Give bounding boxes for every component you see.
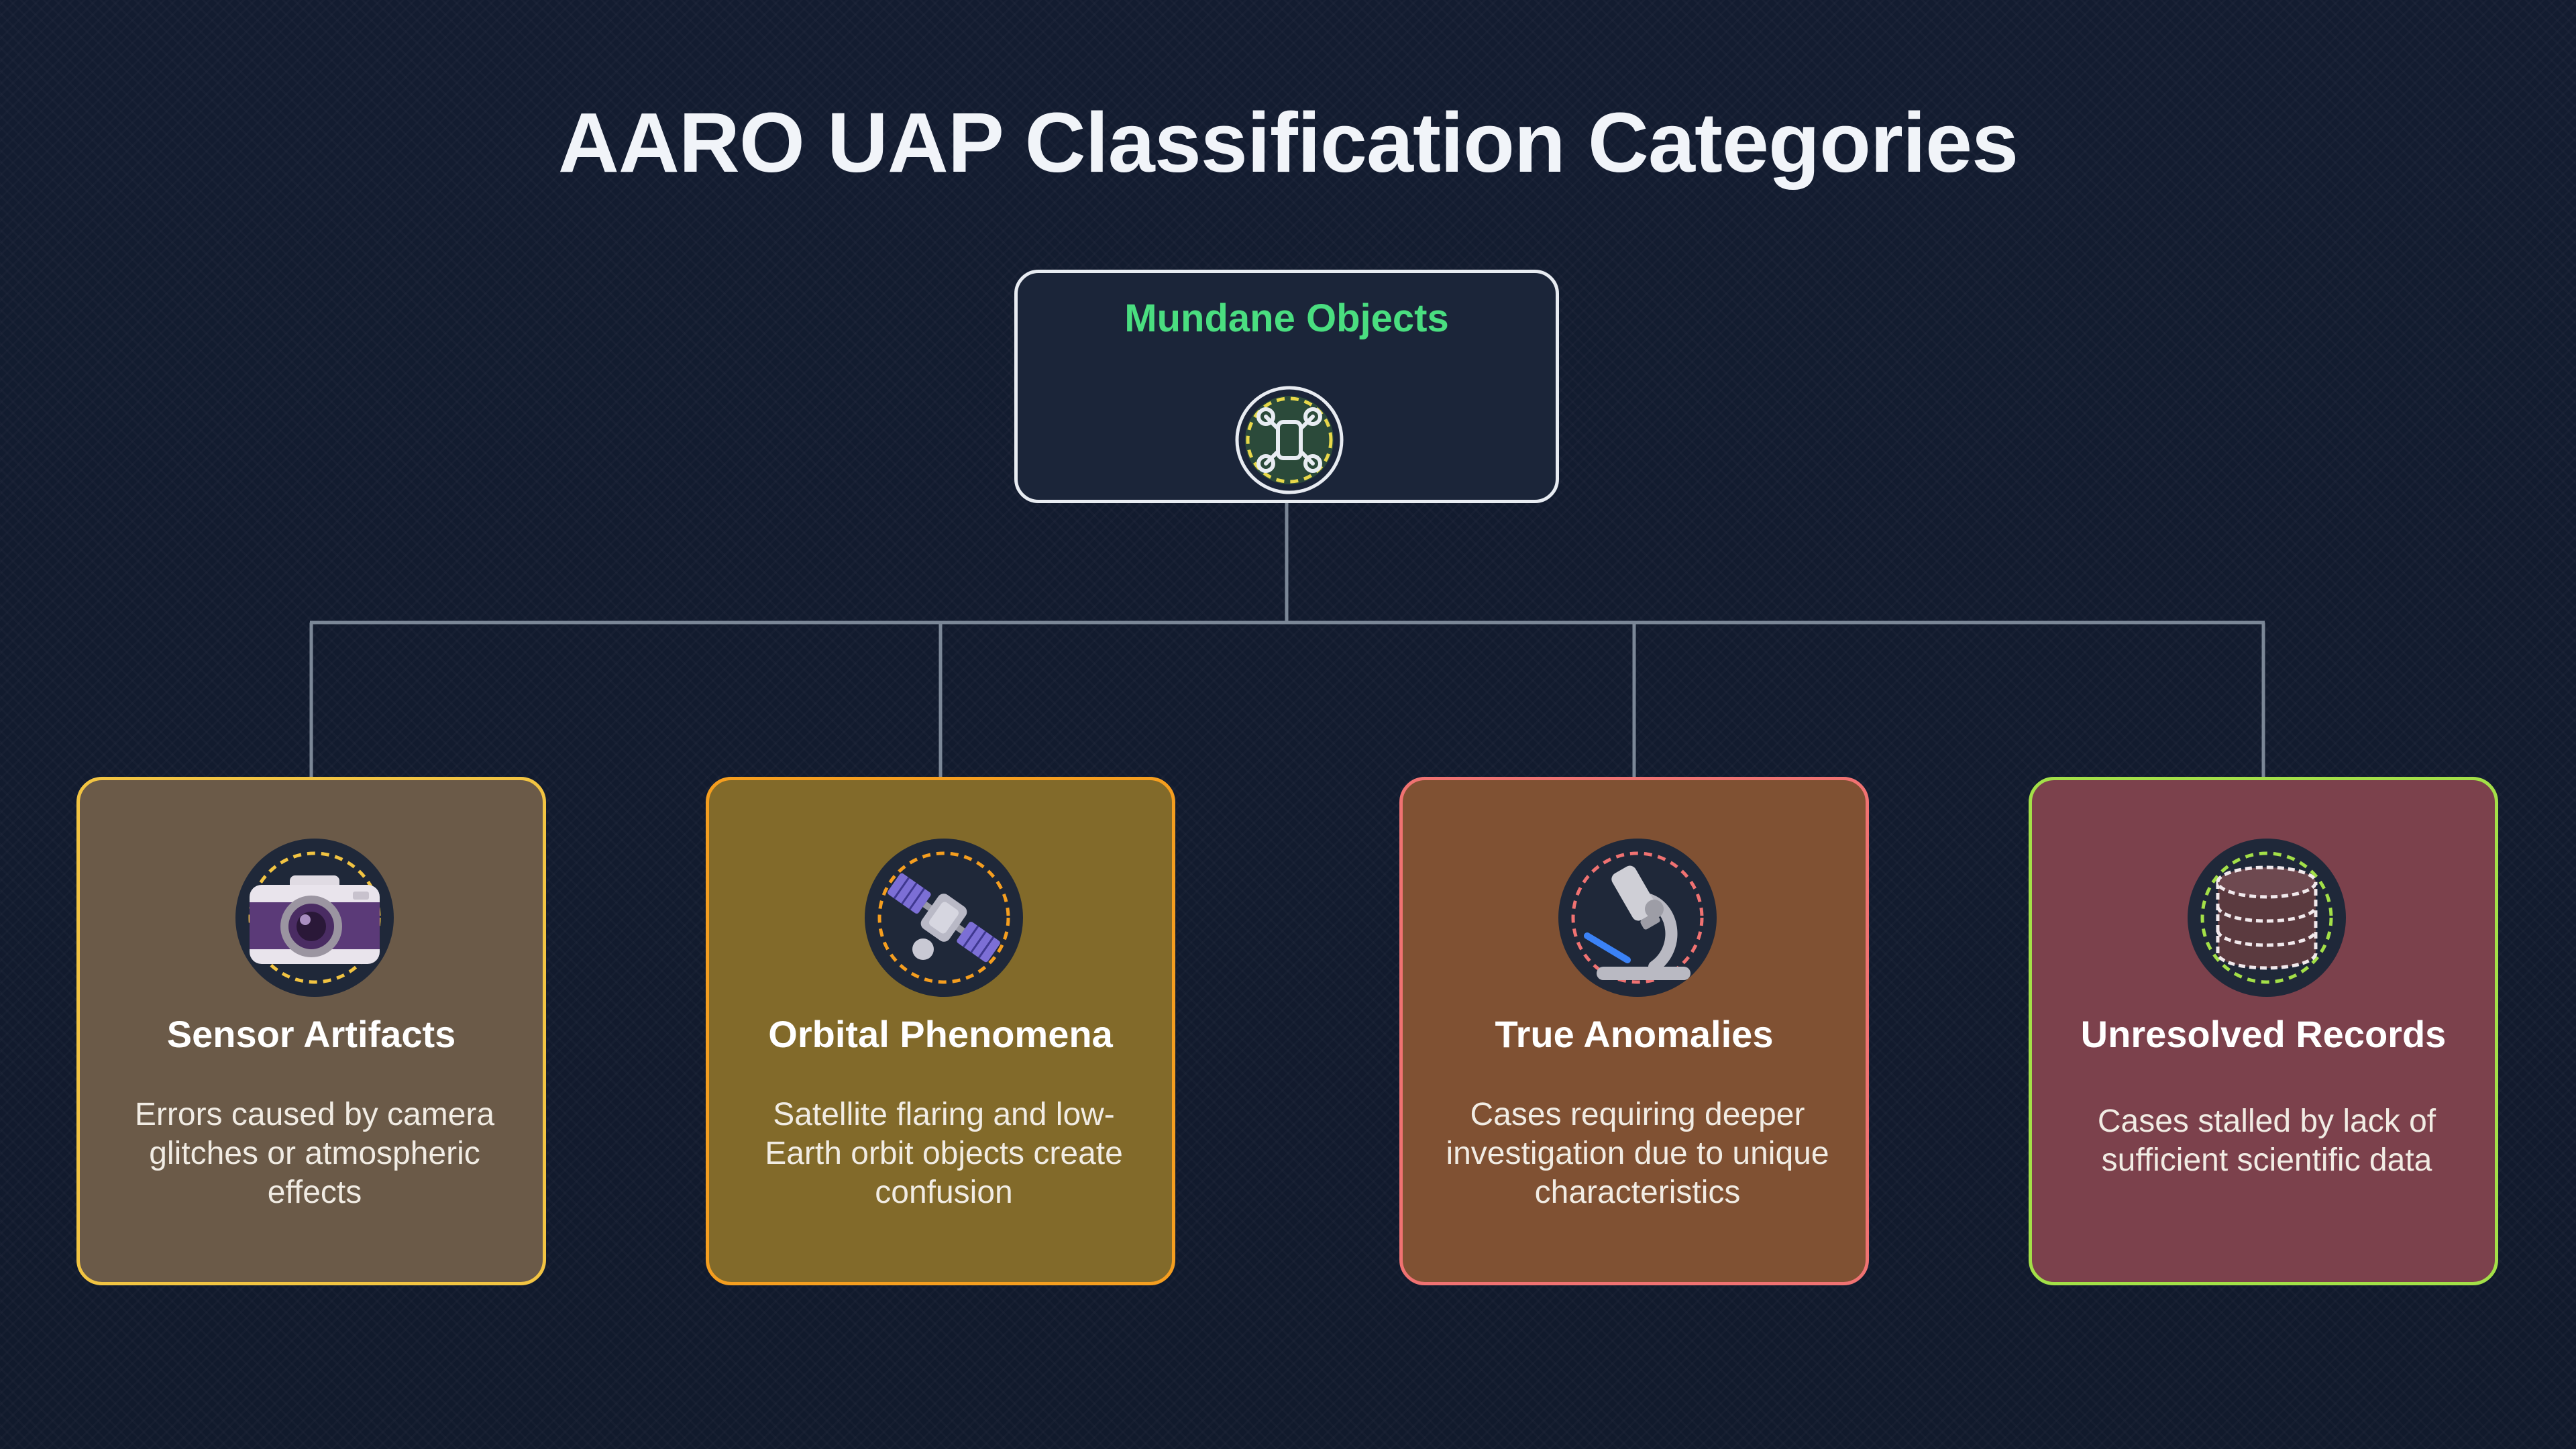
category-card-true-anomalies[interactable]: True Anomalies Cases requiring deeper in… bbox=[1399, 777, 1869, 1285]
category-card-sensor-artifacts[interactable]: Sensor Artifacts Errors caused by camera… bbox=[76, 777, 546, 1285]
category-title: Orbital Phenomena bbox=[768, 1013, 1113, 1055]
category-card-orbital-phenomena[interactable]: Orbital Phenomena Satellite flaring and … bbox=[706, 777, 1175, 1285]
root-node-mundane-objects[interactable]: Mundane Objects bbox=[1014, 270, 1559, 503]
diagram-title: AARO UAP Classification Categories bbox=[557, 95, 2019, 190]
microscope-icon bbox=[1558, 839, 1717, 997]
camera-icon bbox=[235, 839, 394, 997]
category-title: True Anomalies bbox=[1495, 1013, 1774, 1055]
root-node-label: Mundane Objects bbox=[1124, 297, 1449, 340]
category-description: Errors caused by camera glitches or atmo… bbox=[134, 1097, 495, 1210]
category-card-unresolved-records[interactable]: Unresolved Records Cases stalled by lack… bbox=[2029, 777, 2498, 1285]
satellite-icon bbox=[865, 839, 1023, 997]
category-title: Unresolved Records bbox=[2080, 1013, 2447, 1055]
category-description: Cases stalled by lack of sufficient scie… bbox=[2097, 1104, 2436, 1178]
category-title: Sensor Artifacts bbox=[166, 1013, 456, 1055]
database-icon bbox=[2188, 839, 2346, 997]
drone-icon bbox=[1235, 386, 1344, 494]
category-description: Satellite flaring and low-Earth orbit ob… bbox=[765, 1097, 1123, 1210]
category-description: Cases requiring deeper investigation due… bbox=[1446, 1097, 1829, 1210]
